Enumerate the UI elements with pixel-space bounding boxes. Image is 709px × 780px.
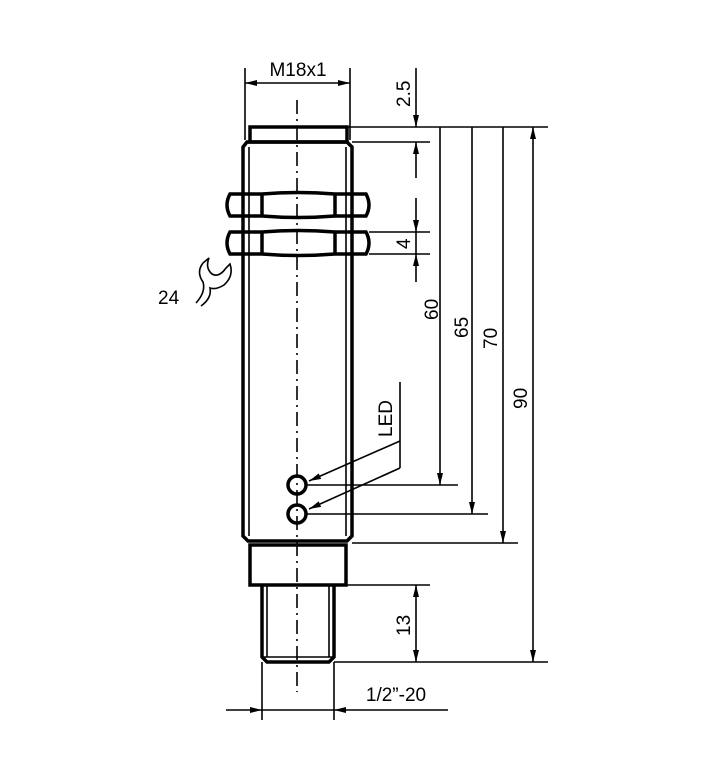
led-label: LED <box>376 400 397 437</box>
dim-led1: 60 <box>422 127 443 485</box>
wrench-size: 24 <box>158 257 232 309</box>
thread-dimension: M18x1 <box>244 60 351 140</box>
dim-nut-height: 4 <box>394 198 419 282</box>
wrench-size-label: 24 <box>158 288 180 309</box>
wrench-icon <box>195 257 232 307</box>
sensor-face <box>248 125 349 144</box>
dim-led2-label: 65 <box>452 317 473 338</box>
dim-connector-thread: 1/2”-20 <box>226 662 448 720</box>
connector-thread-label: 1/2”-20 <box>366 685 426 706</box>
dim-connector-length-label: 13 <box>394 615 415 636</box>
thread-label: M18x1 <box>269 60 326 81</box>
dim-cap-height-label: 2.5 <box>394 81 415 107</box>
dim-total-length-label: 90 <box>511 388 532 409</box>
nut-lower <box>225 228 371 258</box>
dim-total-length: 90 <box>511 127 536 662</box>
led-callout: LED <box>308 382 401 510</box>
dim-led1-label: 60 <box>422 299 443 320</box>
dim-cap-height: 2.5 <box>394 68 419 178</box>
collar <box>248 543 348 587</box>
dim-body-length-label: 70 <box>481 328 502 349</box>
extension-lines <box>306 126 548 663</box>
dim-connector-length: 13 <box>394 585 419 662</box>
sensor-body <box>241 140 354 543</box>
connector <box>260 585 336 664</box>
dim-body-length: 70 <box>481 127 506 543</box>
dim-led2: 65 <box>452 127 475 514</box>
dim-nut-height-label: 4 <box>394 238 415 249</box>
nut-upper <box>225 190 371 220</box>
